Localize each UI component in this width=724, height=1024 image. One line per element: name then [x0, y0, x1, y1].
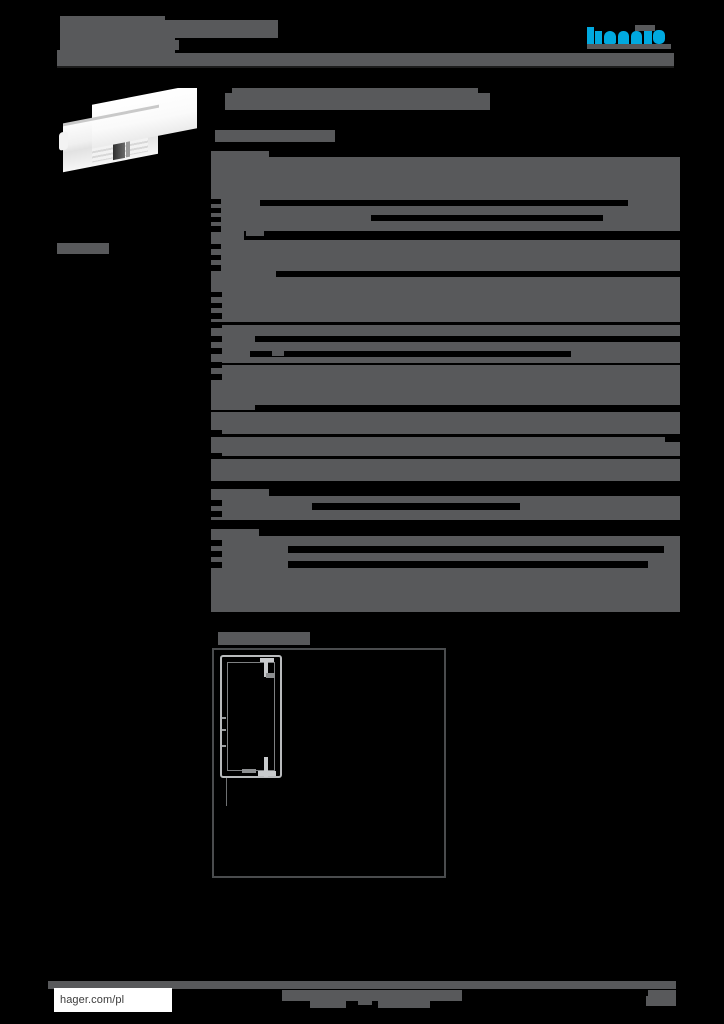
- table-cell-gap: [276, 271, 680, 277]
- page-subtitle: [215, 130, 335, 142]
- table-cell-gap: [371, 215, 603, 221]
- table-row-divider: [211, 255, 221, 260]
- product-photo-endcap: [59, 131, 68, 151]
- logo-glyph-h-stem: [595, 31, 602, 44]
- table-row-divider: [211, 226, 221, 232]
- clip-top-head-icon: [260, 658, 274, 662]
- footer-text-4: [378, 995, 430, 1008]
- table-cell-gap: [288, 546, 664, 553]
- logo-shadow-bottom: [587, 44, 671, 49]
- logo-glyph-r: [644, 31, 652, 44]
- logo-wordmark: [587, 25, 671, 49]
- table-row-divider: [211, 562, 222, 568]
- sidebar-note: [57, 243, 109, 254]
- clip-bottom-stem-icon: [264, 757, 268, 777]
- table-cell-gap: [260, 200, 628, 206]
- spec-group-1-body-4: [211, 365, 680, 410]
- table-row-divider: [211, 551, 222, 557]
- spec-group-3-header: [211, 529, 259, 536]
- product-photo: [57, 88, 197, 181]
- table-cell-chip: [246, 231, 264, 236]
- table-row-divider: [211, 362, 222, 368]
- table-row-divider: [211, 303, 222, 308]
- footer-text-1: [282, 990, 462, 1001]
- logo-glyph-dot: [653, 30, 665, 44]
- technical-drawing-caption: [218, 632, 310, 645]
- table-cell-gap: [312, 503, 520, 510]
- table-row-divider: [211, 217, 221, 222]
- spec-group-1-body-3: [211, 325, 680, 363]
- spec-group-1-body-2: [211, 277, 680, 322]
- footer-page-number-shadow: [646, 996, 676, 1006]
- table-row-divider: [211, 348, 222, 354]
- table-row-divider: [211, 292, 222, 297]
- table-row-divider: [211, 511, 222, 517]
- spec-group-1-body-7: [211, 459, 680, 481]
- table-cell-gap: [665, 437, 680, 442]
- logo-glyph-g: [618, 31, 629, 49]
- page-header: [0, 0, 724, 80]
- logo-glyph-h: [587, 27, 594, 44]
- clip-bottom-foot-icon: [242, 769, 256, 773]
- clip-top-foot-icon: [266, 673, 275, 678]
- dimension-tick: [222, 717, 226, 719]
- dimension-line: [226, 778, 227, 806]
- table-row-divider: [211, 430, 222, 436]
- table-cell-gap: [250, 351, 571, 357]
- clip-top-stem-icon: [264, 659, 268, 677]
- page-title: [225, 93, 490, 110]
- profile-inner-wall: [227, 662, 275, 771]
- logo-glyph-a: [604, 31, 616, 44]
- footer-text-2: [310, 997, 346, 1008]
- spec-group-2-header: [211, 489, 269, 496]
- table-cell-chip: [211, 233, 244, 241]
- footer-url[interactable]: hager.com/pl: [60, 994, 125, 1006]
- table-row-divider: [211, 374, 222, 380]
- table-row-divider: [211, 265, 221, 271]
- dimension-tick: [222, 729, 226, 731]
- clip-bottom-head-icon: [258, 771, 276, 776]
- table-row-divider: [211, 453, 222, 459]
- page-footer: [0, 975, 724, 1024]
- spec-group-1-body-5: [211, 412, 680, 434]
- footer-url-box[interactable]: hager.com/pl: [54, 988, 172, 1012]
- table-row-divider: [211, 313, 222, 319]
- hager-logo: [587, 25, 671, 49]
- table-cell-gap: [255, 405, 680, 412]
- table-row-divider: [211, 244, 221, 249]
- logo-shadow-top: [635, 25, 655, 31]
- footer-text-3: [358, 997, 372, 1005]
- table-row-divider: [211, 208, 221, 213]
- spec-group-1-body-6: [211, 437, 680, 456]
- header-divider: [57, 66, 674, 68]
- header-title-line-5: [132, 40, 179, 50]
- table-cell-gap: [288, 561, 648, 568]
- spec-group-1-header: [211, 151, 269, 157]
- header-subtitle-bar: [57, 53, 674, 66]
- table-cell-gap: [244, 231, 680, 240]
- dimension-tick: [222, 745, 226, 747]
- table-cell-chip: [272, 351, 284, 356]
- content-title-ascenders: [232, 88, 478, 94]
- header-title-line-3: [167, 22, 243, 31]
- profile-cross-section: [220, 655, 282, 778]
- table-row-divider: [211, 540, 222, 546]
- table-cell-gap: [255, 336, 680, 342]
- table-row-divider: [211, 322, 222, 328]
- table-row-divider: [211, 336, 222, 342]
- technical-drawing: [212, 648, 446, 878]
- footer-divider: [48, 981, 676, 989]
- table-row-divider: [211, 500, 222, 506]
- table-row-divider: [211, 199, 221, 204]
- logo-glyph-e: [631, 31, 642, 44]
